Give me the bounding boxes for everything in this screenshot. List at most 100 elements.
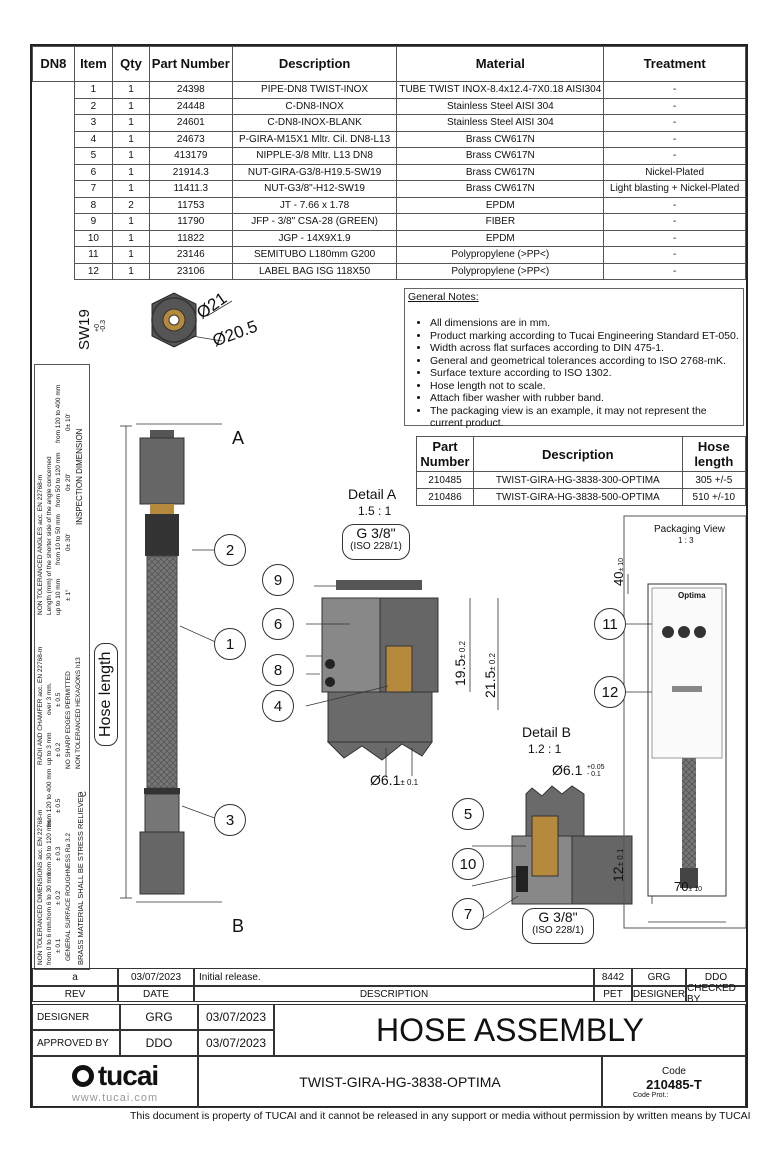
header-rev: REV bbox=[32, 986, 118, 1002]
approved-value: DDO bbox=[120, 1030, 198, 1056]
sw19-tol-dn: -0.3 bbox=[100, 319, 107, 332]
callout-10: 10 bbox=[452, 848, 484, 880]
rev-designer: GRG bbox=[632, 968, 686, 986]
drawing-title: HOSE ASSEMBLY bbox=[274, 1004, 746, 1056]
view-label-b: B bbox=[232, 916, 245, 936]
designer-date: 03/07/2023 bbox=[198, 1004, 274, 1030]
general-notes: General Notes: All dimensions are in mm.… bbox=[404, 288, 744, 429]
callout-2: 2 bbox=[214, 534, 246, 566]
hose-header-2: Hose length bbox=[681, 436, 747, 472]
callout-3: 3 bbox=[214, 804, 246, 836]
hex-top-view bbox=[151, 292, 233, 348]
code-value: 210485-T bbox=[646, 1076, 702, 1092]
view-label-a: A bbox=[232, 428, 245, 448]
packaging-view bbox=[620, 515, 746, 929]
callout-12: 12 bbox=[594, 676, 626, 708]
detail-b-view bbox=[471, 785, 653, 927]
bom-header-5: Treatment bbox=[603, 46, 746, 82]
detail-a-view bbox=[305, 580, 499, 776]
code-label: Code bbox=[662, 1065, 686, 1077]
bom-cell: Polypropylene (>PP<) bbox=[396, 262, 605, 280]
callout-6: 6 bbox=[262, 608, 294, 640]
hose-header-1: Description bbox=[472, 436, 683, 472]
hose-header-0: Part Number bbox=[416, 436, 474, 472]
detail-b-dia-61: Ø6.1 +0.05- 0.1 bbox=[552, 762, 605, 778]
designer-label: DESIGNER bbox=[32, 1004, 120, 1030]
bom-header-0: Item bbox=[73, 46, 114, 82]
drawing-canvas bbox=[120, 292, 746, 929]
header-description: DESCRIPTION bbox=[194, 986, 594, 1002]
note-item: Hose length not to scale. bbox=[430, 380, 740, 393]
callout-5: 5 bbox=[452, 798, 484, 830]
hose-assembly-view bbox=[120, 423, 222, 903]
bom-cell: 23106 bbox=[148, 262, 233, 280]
designer-value: GRG bbox=[120, 1004, 198, 1030]
approved-label: APPROVED BY bbox=[32, 1030, 120, 1056]
detail-a-title: Detail A bbox=[348, 486, 397, 502]
code-prot: Code Prot.: bbox=[633, 1091, 669, 1099]
detail-a-thread-size: G 3/8" bbox=[356, 525, 396, 541]
bom-header-2: Part Number bbox=[148, 46, 233, 82]
note-item: General and geometrical tolerances accor… bbox=[430, 355, 740, 368]
detail-a-thread: G 3/8" (ISO 228/1) bbox=[342, 524, 410, 560]
header-date: DATE bbox=[118, 986, 194, 1002]
detail-b-thread-std: (ISO 228/1) bbox=[532, 925, 584, 936]
dim-21-5: 21.5± 0.2 bbox=[482, 653, 498, 698]
code-box: Code 210485-T Code Prot.: bbox=[602, 1056, 746, 1108]
detail-b-thread-size: G 3/8" bbox=[538, 909, 578, 925]
notes-heading: General Notes: bbox=[408, 291, 479, 303]
dim-70: 70± 10 bbox=[674, 879, 703, 894]
header-designer: DESIGNER bbox=[632, 986, 686, 1002]
note-item: All dimensions are in mm. bbox=[430, 317, 740, 330]
callout-11: 11 bbox=[594, 608, 626, 640]
rev-description: Initial release. bbox=[194, 968, 594, 986]
callout-1: 1 bbox=[214, 628, 246, 660]
rev-date: 03/07/2023 bbox=[118, 968, 194, 986]
rev-pet: 8442 bbox=[594, 968, 632, 986]
note-item: Attach fiber washer with rubber band. bbox=[430, 392, 740, 405]
drawing-name: TWIST-GIRA-HG-3838-OPTIMA bbox=[198, 1056, 602, 1108]
packaging-brand: Optima bbox=[678, 591, 706, 600]
detail-b-scale: 1.2 : 1 bbox=[528, 742, 562, 756]
packaging-scale: 1 : 3 bbox=[678, 536, 694, 545]
dim-19-5: 19.5± 0.2 bbox=[452, 641, 468, 686]
detail-a-thread-std: (ISO 228/1) bbox=[350, 541, 402, 552]
note-item: Width across flat surfaces according to … bbox=[430, 342, 740, 355]
footer-notice: This document is property of TUCAI and i… bbox=[130, 1110, 751, 1122]
website: www.tucai.com bbox=[71, 1092, 159, 1104]
note-item: Product marking according to Tucai Engin… bbox=[430, 330, 740, 343]
header-pet: PET bbox=[594, 986, 632, 1002]
packaging-title: Packaging View bbox=[654, 524, 725, 535]
bom-tag: DN8 bbox=[32, 46, 75, 82]
callout-9: 9 bbox=[262, 564, 294, 596]
tolerance-panel: INSPECTION DIMENSION NON TOLERANCED ANGL… bbox=[34, 364, 90, 970]
callout-8: 8 bbox=[262, 654, 294, 686]
tucai-logo: tucai bbox=[71, 1060, 159, 1092]
bom-header-4: Material bbox=[396, 46, 605, 82]
header-checked: CHECKED BY bbox=[686, 983, 746, 1005]
hose-cell: 510 +/-10 bbox=[681, 488, 747, 506]
rev-value: a bbox=[32, 968, 118, 986]
logo-ring-icon bbox=[71, 1065, 94, 1087]
hose-length-label: Hose length bbox=[94, 642, 118, 746]
hose-cell: TWIST-GIRA-HG-3838-500-OPTIMA bbox=[472, 488, 683, 506]
dim-40: 40± 10 bbox=[611, 557, 626, 586]
detail-a-dia-61: Ø6.1± 0.1 bbox=[370, 772, 419, 788]
hose-cell: 210486 bbox=[416, 488, 474, 506]
bom-cell: - bbox=[603, 262, 746, 280]
callout-4: 4 bbox=[262, 690, 294, 722]
hose-cell: 305 +/-5 bbox=[681, 471, 747, 489]
